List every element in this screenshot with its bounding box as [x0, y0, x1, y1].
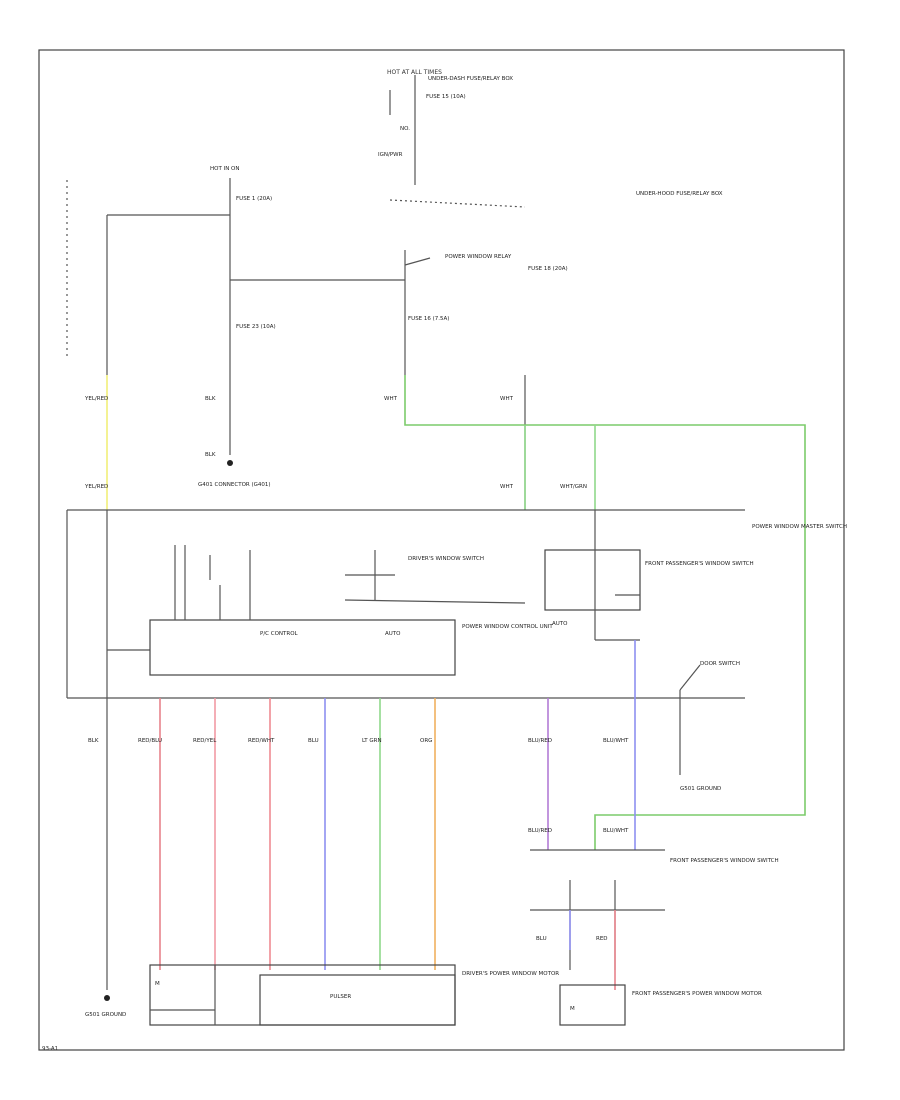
lbl-red-p: RED [596, 936, 608, 942]
wire-label-yelred-2: YEL/RED [84, 484, 108, 490]
pass-motor-m: M [570, 1006, 575, 1012]
lbl-red-wht: RED/WHT [248, 738, 275, 744]
wire-label-blk-1: BLK [205, 396, 216, 402]
diagram-frame [38, 49, 845, 1051]
lbl-blk-3: BLK [88, 738, 99, 744]
wire-label-wht-4: WHT/GRN [560, 484, 587, 490]
ground-label: G501 GROUND [680, 786, 721, 792]
drv-motor-label: DRIVER'S POWER WINDOW MOTOR [462, 971, 559, 977]
lbl-ltgrn: LT GRN [362, 738, 382, 744]
ctrl-unit-label: POWER WINDOW CONTROL UNIT [462, 624, 553, 630]
wire-label-wht-1: WHT [384, 396, 398, 402]
drv-motor: PULSER M DRIVER'S POWER WINDOW MOTOR [149, 964, 559, 1026]
fuse-small-label: FUSE 16 (7.5A) [408, 316, 449, 322]
door-switch-label: DOOR SWITCH [700, 661, 740, 667]
fuse-top-extra: NO. [400, 126, 410, 132]
hot-all-times-label: HOT AT ALL TIMES [387, 69, 442, 76]
green-wire-long [404, 375, 806, 850]
ground-symbol-top [227, 460, 233, 466]
pass-motor-label: FRONT PASSENGER'S POWER WINDOW MOTOR [632, 991, 762, 997]
fuse-top-label: UNDER-DASH FUSE/RELAY BOX [428, 76, 513, 82]
pass-switch-lower-label: FRONT PASSENGER'S WINDOW SWITCH [670, 858, 779, 864]
driver-switch-label: DRIVER'S WINDOW SWITCH [408, 556, 484, 562]
master-switch: POWER WINDOW MASTER SWITCH P/C CONTROL A… [66, 509, 847, 699]
hot-in-on-label: HOT IN ON [210, 166, 240, 172]
fuse-right-label: FUSE 18 (20A) [528, 266, 568, 272]
control-label: P/C CONTROL [260, 631, 299, 637]
hot-in-on-group: HOT IN ON FUSE 1 (20A) FUSE 23 (10A) G40… [107, 166, 405, 488]
pulser-label: PULSER [330, 994, 351, 1000]
drv-motor-m: M [155, 981, 160, 987]
underhood-note: UNDER-HOOD FUSE/RELAY BOX [636, 191, 723, 197]
wire-label-yelred-1: YEL/RED [84, 396, 108, 402]
connector-label: G401 CONNECTOR (G401) [198, 482, 271, 488]
pass-switch-in-master [544, 549, 641, 611]
pass-switch-label: FRONT PASSENGER'S WINDOW SWITCH [645, 561, 754, 567]
lbl-red-yel: RED/YEL [193, 738, 217, 744]
auto-label-2: AUTO [552, 621, 568, 627]
lbl-blu-red: BLU/RED [528, 738, 552, 744]
relay-label: POWER WINDOW RELAY [445, 254, 512, 260]
wire-label-wht-3: WHT [500, 484, 514, 490]
lbl-org: ORG [420, 738, 432, 744]
relay-group: POWER WINDOW RELAY FUSE 18 (20A) FUSE 16… [404, 250, 568, 510]
ground-left-label: G501 GROUND [85, 1012, 126, 1018]
wire-label-blk-2: BLK [205, 452, 216, 458]
fuse-top-extra2: IGN/PWR [378, 152, 403, 158]
lbl-red-blu: RED/BLU [138, 738, 162, 744]
lbl-blu-wht-2: BLU/WHT [603, 828, 629, 834]
door-switch: DOOR SWITCH G501 GROUND [679, 661, 740, 792]
lbl-blu-red-2: BLU/RED [528, 828, 552, 834]
wire-label-wht-2: WHT [500, 396, 514, 402]
lbl-blu-p: BLU [536, 936, 547, 942]
fuse-mid-label: FUSE 23 (10A) [236, 324, 276, 330]
pass-motor: M FRONT PASSENGER'S POWER WINDOW MOTOR [559, 984, 762, 1026]
lbl-blu-wht: BLU/WHT [603, 738, 629, 744]
top-fuse-group: HOT AT ALL TIMES UNDER-DASH FUSE/RELAY B… [378, 69, 526, 208]
lbl-blu: BLU [308, 738, 319, 744]
footer-code: 93-A1 [42, 1046, 58, 1052]
pass-switch-lower: BLU/RED BLU/WHT FRONT PASSENGER'S WINDOW… [528, 828, 779, 990]
control-unit-box [149, 619, 456, 676]
master-switch-label: POWER WINDOW MASTER SWITCH [752, 524, 847, 530]
ground-symbol-left [104, 995, 110, 1001]
fuse-top-sub: FUSE 15 (10A) [426, 94, 466, 100]
auto-label: AUTO [385, 631, 401, 637]
fuse-left-label: FUSE 1 (20A) [236, 196, 272, 202]
